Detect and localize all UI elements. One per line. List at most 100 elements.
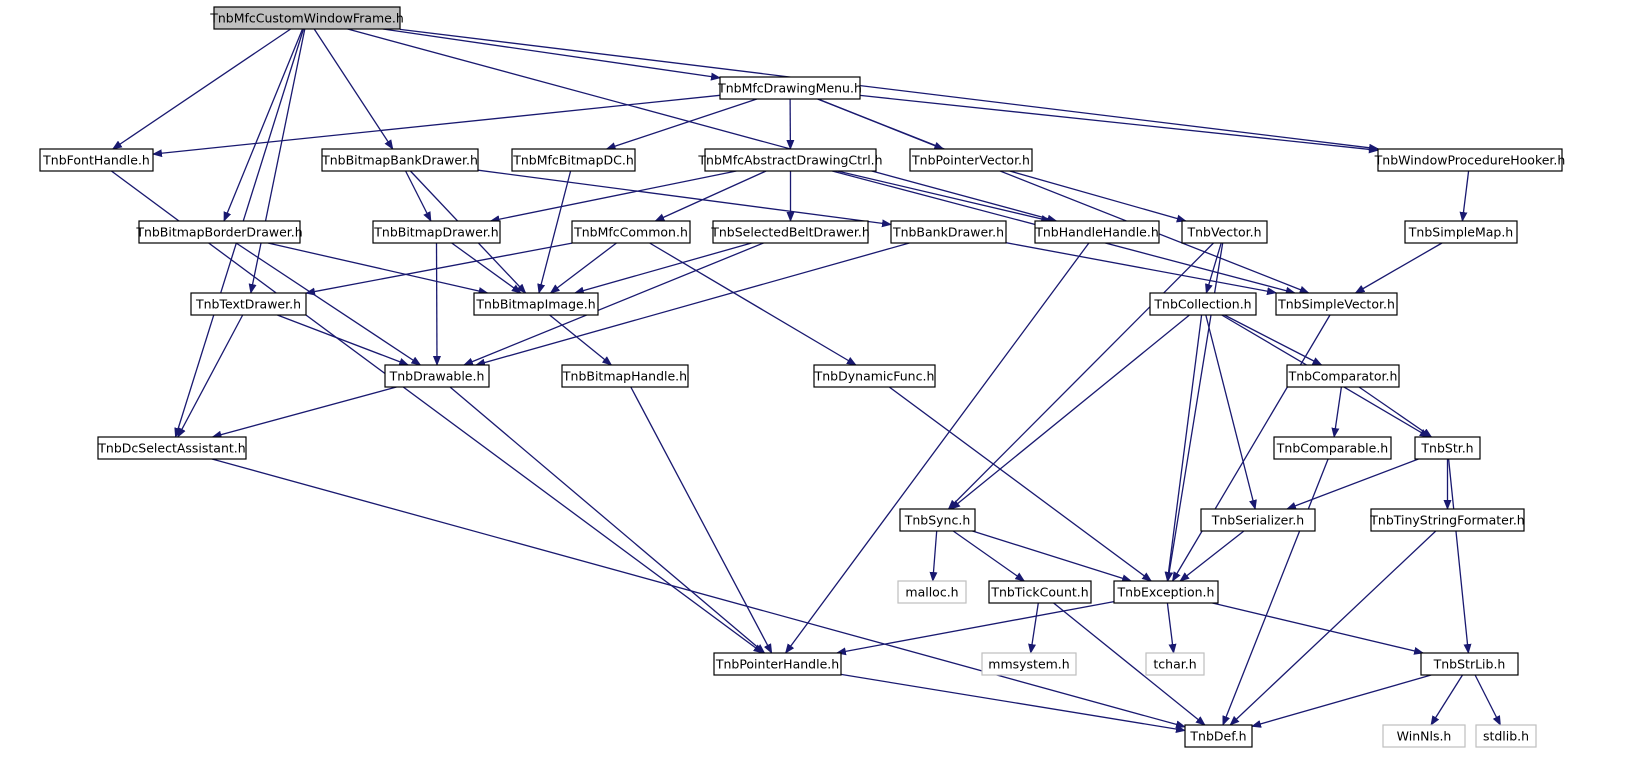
node-label: TnbPointerHandle.h <box>715 657 839 672</box>
node-box <box>473 292 599 316</box>
node-label: TnbBitmapHandle.h <box>562 369 687 384</box>
edge-tickcount-to-def <box>1053 602 1206 726</box>
edge-wndhook-to-simplemap <box>1459 170 1470 222</box>
node-box <box>1420 652 1519 676</box>
edge-root-to-bmpbank <box>313 28 394 150</box>
node-fonthandle[interactable]: TnbFontHandle.h <box>39 148 154 172</box>
node-simplemap[interactable]: TnbSimpleMap.h <box>1404 220 1518 244</box>
node-tinystr[interactable]: TnbTinyStringFormater.h <box>1369 508 1525 532</box>
node-bmphandle[interactable]: TnbBitmapHandle.h <box>561 364 689 388</box>
node-label: mmsystem.h <box>988 657 1069 672</box>
edge-comparator-to-comparable <box>1331 386 1343 438</box>
node-label: TnbSync.h <box>904 513 971 528</box>
edge-mfccommon-to-dynfunc <box>649 242 857 366</box>
node-box <box>1113 580 1219 604</box>
node-exception[interactable]: TnbException.h <box>1113 580 1219 604</box>
node-def[interactable]: TnbDef.h <box>1184 724 1253 748</box>
node-mfccommon[interactable]: TnbMfcCommon.h <box>571 220 691 244</box>
node-serializer[interactable]: TnbSerializer.h <box>1200 508 1316 532</box>
node-box <box>1382 724 1466 748</box>
node-box <box>1414 436 1481 460</box>
node-label: TnbSimpleMap.h <box>1408 225 1513 240</box>
node-bmpdrawer[interactable]: TnbBitmapDrawer.h <box>372 220 501 244</box>
node-box <box>571 220 691 244</box>
edge-exception-to-strlib <box>1212 602 1425 655</box>
node-simplevec[interactable]: TnbSimpleVector.h <box>1275 292 1398 316</box>
node-ptrhandle[interactable]: TnbPointerHandle.h <box>713 652 842 676</box>
node-label: TnbBitmapImage.h <box>475 297 595 312</box>
node-box <box>561 364 689 388</box>
edge-selbelt-to-drawable <box>463 242 764 366</box>
edge-bankdrawer-to-drawable <box>475 242 910 367</box>
edge-simplevec-to-exception <box>1171 314 1331 582</box>
edge-tickcount-to-mmsystem <box>1028 602 1039 654</box>
edge-root-to-bmpborder <box>223 28 304 222</box>
node-label: TnbBankDrawer.h <box>892 225 1004 240</box>
node-collection[interactable]: TnbCollection.h <box>1149 292 1257 316</box>
node-comparable[interactable]: TnbComparable.h <box>1273 436 1392 460</box>
node-label: TnbMfcCommon.h <box>573 225 688 240</box>
node-box <box>1149 292 1257 316</box>
node-box <box>713 652 842 676</box>
edge-absdraw-to-handlehandle <box>837 170 1052 223</box>
edge-bmpdrawer-to-drawable <box>432 242 441 366</box>
edge-comparable-to-def <box>1222 458 1329 726</box>
node-box <box>321 148 479 172</box>
node-root[interactable]: TnbMfcCustomWindowFrame.h <box>209 6 404 30</box>
node-box <box>1404 220 1518 244</box>
node-sync[interactable]: TnbSync.h <box>899 508 976 532</box>
edge-absdraw-to-mfccommon <box>654 170 767 222</box>
node-drawmenu[interactable]: TnbMfcDrawingMenu.h <box>717 76 862 100</box>
edge-drawable-to-ptrhandle <box>449 386 766 654</box>
node-dcselect[interactable]: TnbDcSelectAssistant.h <box>97 436 247 460</box>
edge-collection-to-exception <box>1164 314 1203 582</box>
node-box <box>1370 508 1525 532</box>
node-box <box>899 508 976 532</box>
edge-root-to-wndhook <box>399 28 1379 152</box>
node-label: TnbStrLib.h <box>1433 657 1506 672</box>
node-label: TnbDcSelectAssistant.h <box>97 441 245 456</box>
edge-exception-to-ptrhandle <box>835 600 1115 656</box>
node-vector[interactable]: TnbVector.h <box>1181 220 1268 244</box>
node-absdraw[interactable]: TnbMfcAbstractDrawingCtrl.h <box>697 148 883 172</box>
node-str[interactable]: TnbStr.h <box>1414 436 1481 460</box>
node-comparator[interactable]: TnbComparator.h <box>1286 364 1400 388</box>
edge-bankdrawer-to-simplevec <box>1005 242 1277 296</box>
edge-vector-to-exception <box>1165 242 1224 582</box>
edge-bmpdrawer-to-bmpimage <box>451 242 522 294</box>
node-bmpimage[interactable]: TnbBitmapImage.h <box>473 292 599 316</box>
node-bmpbank[interactable]: TnbBitmapBankDrawer.h <box>321 148 479 172</box>
node-dynfunc[interactable]: TnbDynamicFunc.h <box>813 364 936 388</box>
node-bmpdc[interactable]: TnbMfcBitmapDC.h <box>511 148 636 172</box>
node-label: TnbMfcBitmapDC.h <box>512 153 634 168</box>
node-ptrvec[interactable]: TnbPointerVector.h <box>909 148 1033 172</box>
edge-bmpbank-to-bmpdrawer <box>405 170 432 222</box>
node-handlehandle[interactable]: TnbHandleHandle.h <box>1034 220 1160 244</box>
edge-root-to-handlehandle <box>347 28 1058 223</box>
edge-dynfunc-to-exception <box>888 386 1153 582</box>
node-box <box>890 220 1007 244</box>
node-strlib[interactable]: TnbStrLib.h <box>1420 652 1519 676</box>
node-bankdrawer[interactable]: TnbBankDrawer.h <box>890 220 1007 244</box>
node-box <box>981 652 1077 676</box>
edge-ptrhandle-to-def <box>840 673 1186 733</box>
edge-bmpdc-to-bmpimage <box>537 170 572 294</box>
edge-str-to-strlib <box>1447 458 1472 654</box>
node-box <box>1286 364 1400 388</box>
node-box <box>1034 220 1160 244</box>
node-drawable[interactable]: TnbDrawable.h <box>384 364 490 388</box>
edge-serializer-to-exception <box>1179 530 1245 582</box>
node-tickcount[interactable]: TnbTickCount.h <box>988 580 1092 604</box>
node-wndhook[interactable]: TnbWindowProcedureHooker.h <box>1374 148 1566 172</box>
node-box <box>384 364 490 388</box>
edge-bmpimage-to-bmphandle <box>549 314 613 366</box>
edge-absdraw-to-bmpdrawer <box>489 170 737 224</box>
node-bmpborder[interactable]: TnbBitmapBorderDrawer.h <box>135 220 303 244</box>
node-box <box>372 220 501 244</box>
node-selbelt[interactable]: TnbSelectedBeltDrawer.h <box>710 220 870 244</box>
edge-drawmenu-to-wndhook <box>859 94 1379 154</box>
node-label: TnbMfcAbstractDrawingCtrl.h <box>697 153 882 168</box>
node-label: stdlib.h <box>1483 729 1529 744</box>
edge-collection-to-sync <box>950 314 1190 510</box>
node-textdrawer[interactable]: TnbTextDrawer.h <box>190 292 307 316</box>
